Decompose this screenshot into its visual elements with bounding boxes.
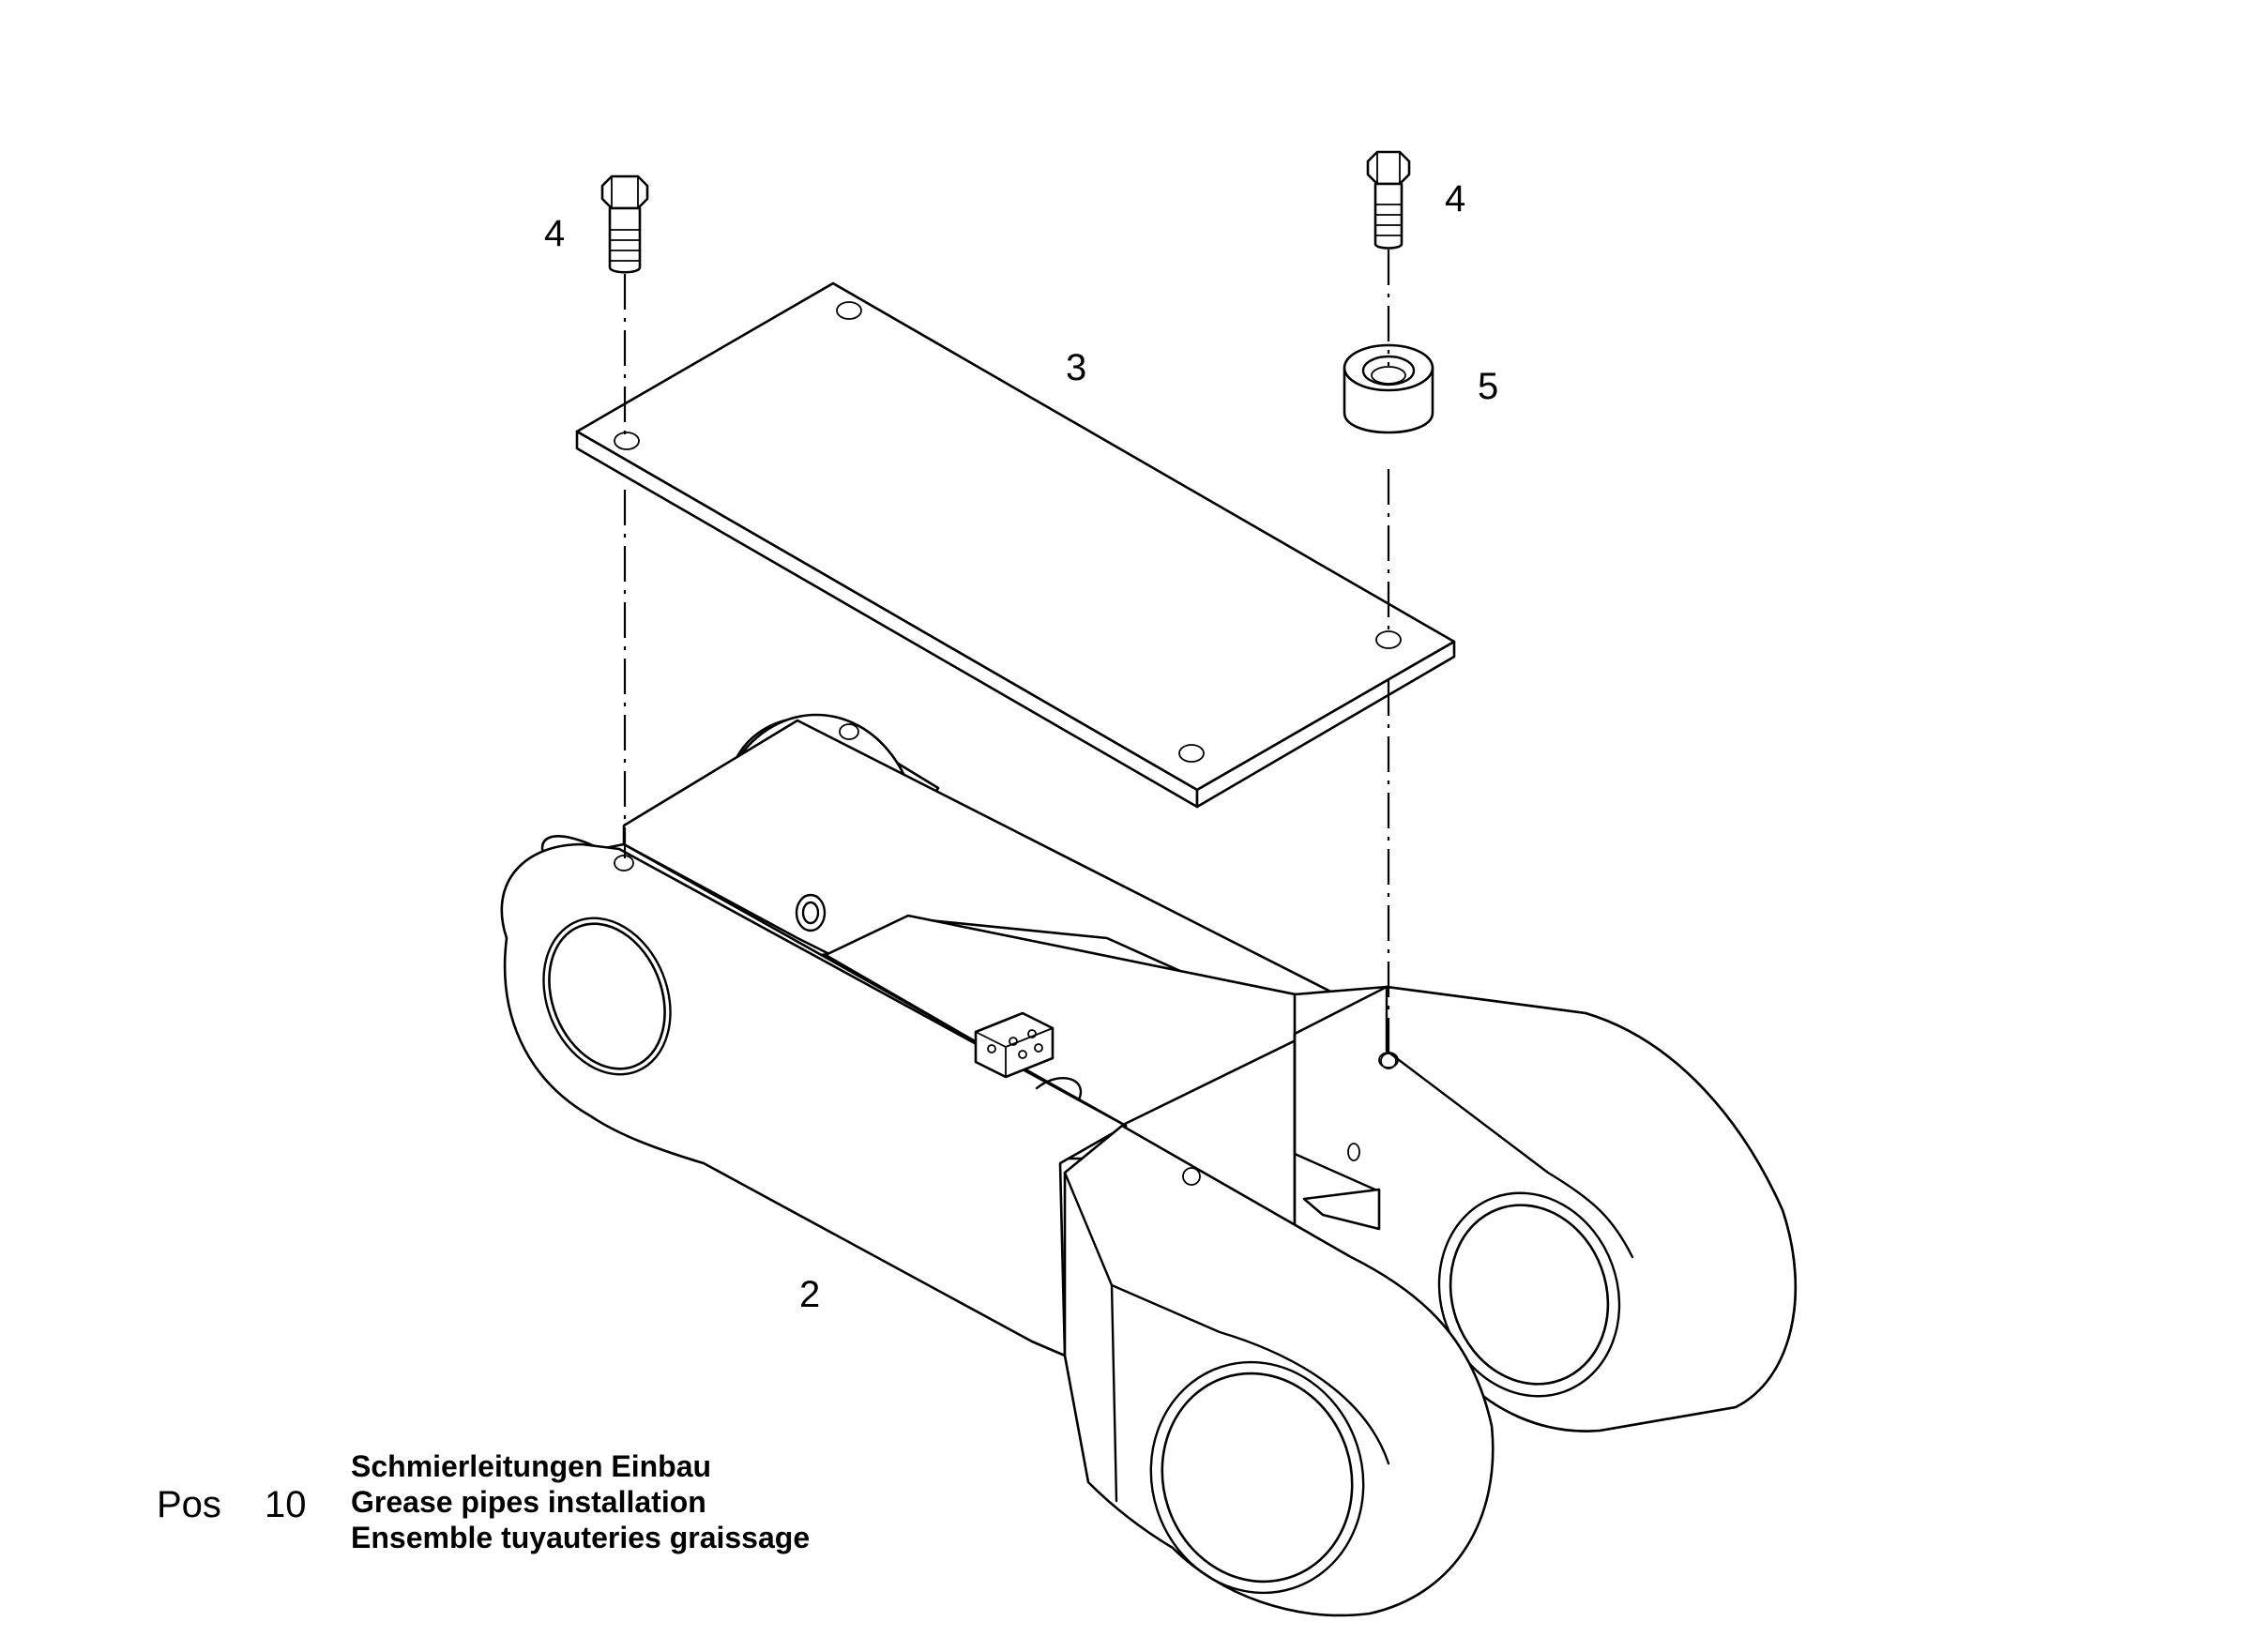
link-body xyxy=(500,713,1798,1617)
caption-block: Schmierleitungen Einbau Grease pipes ins… xyxy=(351,1448,810,1555)
pos-number: 10 xyxy=(265,1484,307,1525)
bolt-right xyxy=(1366,150,1411,250)
caption-title-fr: Ensemble tuyauteries graissage xyxy=(351,1521,811,1554)
cover-plate xyxy=(575,281,1456,809)
pos-label: Pos xyxy=(157,1484,221,1525)
caption-title-de: Schmierleitungen Einbau xyxy=(351,1449,712,1483)
callout-link-body: 2 xyxy=(799,1274,820,1315)
bolt-left xyxy=(600,174,649,274)
spacer-ring xyxy=(1343,343,1434,434)
callout-plate: 3 xyxy=(1066,347,1086,388)
caption-title-en: Grease pipes installation xyxy=(351,1485,706,1519)
callout-bolt-left: 4 xyxy=(544,213,565,254)
assembly-centerlines xyxy=(623,250,1390,1055)
callout-bolt-right: 4 xyxy=(1445,178,1465,220)
callout-spacer: 5 xyxy=(1478,366,1498,407)
